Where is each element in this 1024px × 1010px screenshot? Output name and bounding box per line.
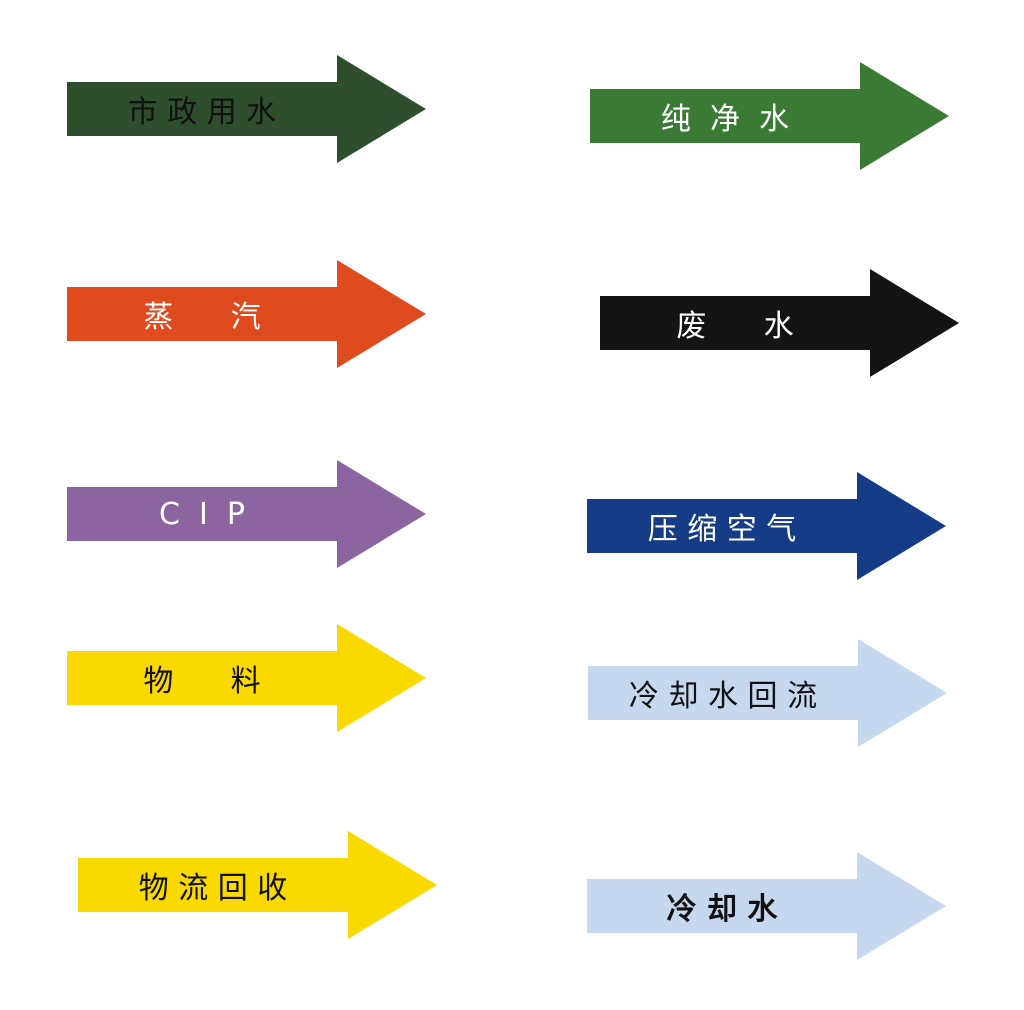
arrow-cooling-water: 冷 却 水 (587, 852, 947, 960)
arrow-label: 市 政 用 水 (127, 95, 277, 130)
arrow-shape-icon (587, 472, 946, 580)
arrow-cip: C I P (67, 460, 427, 568)
arrow-label: 纯 净 水 (660, 102, 790, 137)
arrow-shape-icon (67, 55, 426, 163)
arrow-label: 冷 却 水 回 流 (628, 679, 818, 714)
arrow-shape-icon (67, 260, 426, 368)
arrow-steam: 蒸 汽 (67, 260, 427, 368)
arrow-compressed-air: 压 缩 空 气 (587, 472, 947, 580)
arrow-label: 压 缩 空 气 (647, 512, 797, 547)
arrow-material-recovery: 物 流 回 收 (78, 831, 438, 939)
arrow-pure-water: 纯 净 水 (590, 62, 950, 170)
arrow-shape-icon (587, 852, 946, 960)
arrow-label: 冷 却 水 (666, 892, 778, 927)
arrow-label: 物 料 (143, 664, 261, 699)
arrow-label: 物 流 回 收 (138, 871, 288, 906)
arrow-shape-icon (600, 269, 959, 377)
arrow-material: 物 料 (67, 624, 427, 732)
arrow-cooling-water-return: 冷 却 水 回 流 (588, 639, 948, 747)
arrow-label: 蒸 汽 (143, 300, 261, 335)
arrow-shape-icon (588, 639, 947, 747)
arrow-waste-water: 废 水 (600, 269, 960, 377)
arrow-label: C I P (158, 496, 246, 532)
arrow-municipal-water: 市 政 用 水 (67, 55, 427, 163)
arrow-shape-icon (67, 460, 426, 568)
arrow-shape-icon (590, 62, 949, 170)
arrow-label: 废 水 (676, 309, 794, 344)
arrow-shape-icon (78, 831, 437, 939)
arrow-shape-icon (67, 624, 426, 732)
